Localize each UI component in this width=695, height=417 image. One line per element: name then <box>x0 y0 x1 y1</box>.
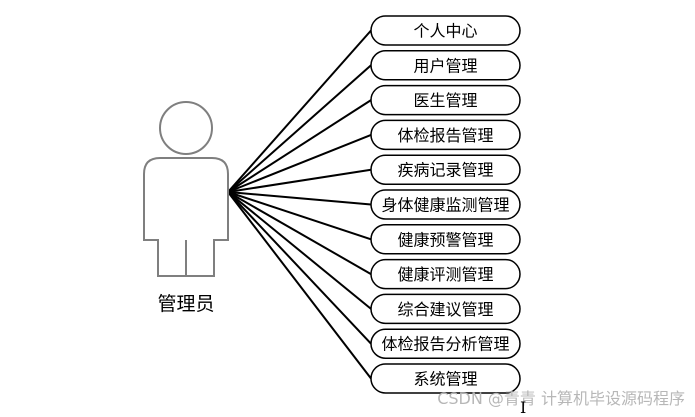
use-case-ellipse <box>370 258 521 290</box>
use-case-label: 疾病记录管理 <box>397 161 493 180</box>
use-case: 系统管理 <box>370 363 521 394</box>
use-case: 用户管理 <box>370 50 521 81</box>
use-case-ellipse <box>370 189 521 220</box>
use-case-label: 健康预警管理 <box>397 230 493 249</box>
actor-figure <box>143 101 229 277</box>
association-line <box>227 133 372 193</box>
association-line <box>227 168 372 193</box>
use-case: 医生管理 <box>370 84 521 116</box>
use-case-ellipse <box>370 50 521 81</box>
association-line <box>227 64 372 193</box>
use-case: 身体健康监测管理 <box>370 189 521 220</box>
use-case-ellipse <box>370 119 521 151</box>
use-case: 体检报告分析管理 <box>370 328 521 359</box>
use-case-label: 健康评测管理 <box>397 265 493 284</box>
use-case: 健康预警管理 <box>370 224 521 255</box>
use-case-ellipse <box>370 293 521 325</box>
use-case: 个人中心 <box>370 15 521 46</box>
use-case-ellipse <box>370 84 521 116</box>
use-case-label: 个人中心 <box>413 22 477 41</box>
association-line <box>227 191 372 345</box>
use-case: 疾病记录管理 <box>370 154 521 185</box>
use-case: 综合建议管理 <box>370 293 521 325</box>
use-case-label: 体检报告分析管理 <box>381 335 509 354</box>
association-line <box>227 29 372 193</box>
use-case-label: 身体健康监测管理 <box>381 196 509 215</box>
association-line <box>227 191 372 241</box>
text-cursor-icon: I <box>520 398 527 417</box>
association-line <box>227 99 372 193</box>
use-case-label: 医生管理 <box>413 91 477 110</box>
association-lines <box>227 29 372 380</box>
association-line <box>227 191 372 206</box>
association-line <box>227 191 372 380</box>
watermark: CSDN @青青 计算机毕设源码程序 <box>437 389 685 408</box>
actor-body <box>143 157 229 277</box>
use-case-ellipse <box>370 154 521 185</box>
use-case-ellipse <box>370 328 521 359</box>
use-case-ellipse <box>370 363 521 394</box>
use-case-label: 系统管理 <box>413 370 477 389</box>
use-case-label: 用户管理 <box>413 56 477 75</box>
use-case-ellipse <box>370 15 521 46</box>
use-case-label: 综合建议管理 <box>397 300 493 319</box>
actor-head <box>159 101 213 155</box>
use-case-label: 体检报告管理 <box>397 126 493 145</box>
use-case-ellipse <box>370 224 521 255</box>
use-case: 健康评测管理 <box>370 258 521 290</box>
actor-label: 管理员 <box>157 293 214 315</box>
association-line <box>227 191 372 275</box>
use-case-list: 个人中心用户管理医生管理体检报告管理疾病记录管理身体健康监测管理健康预警管理健康… <box>370 15 521 394</box>
association-line <box>227 191 372 310</box>
use-case: 体检报告管理 <box>370 119 521 151</box>
